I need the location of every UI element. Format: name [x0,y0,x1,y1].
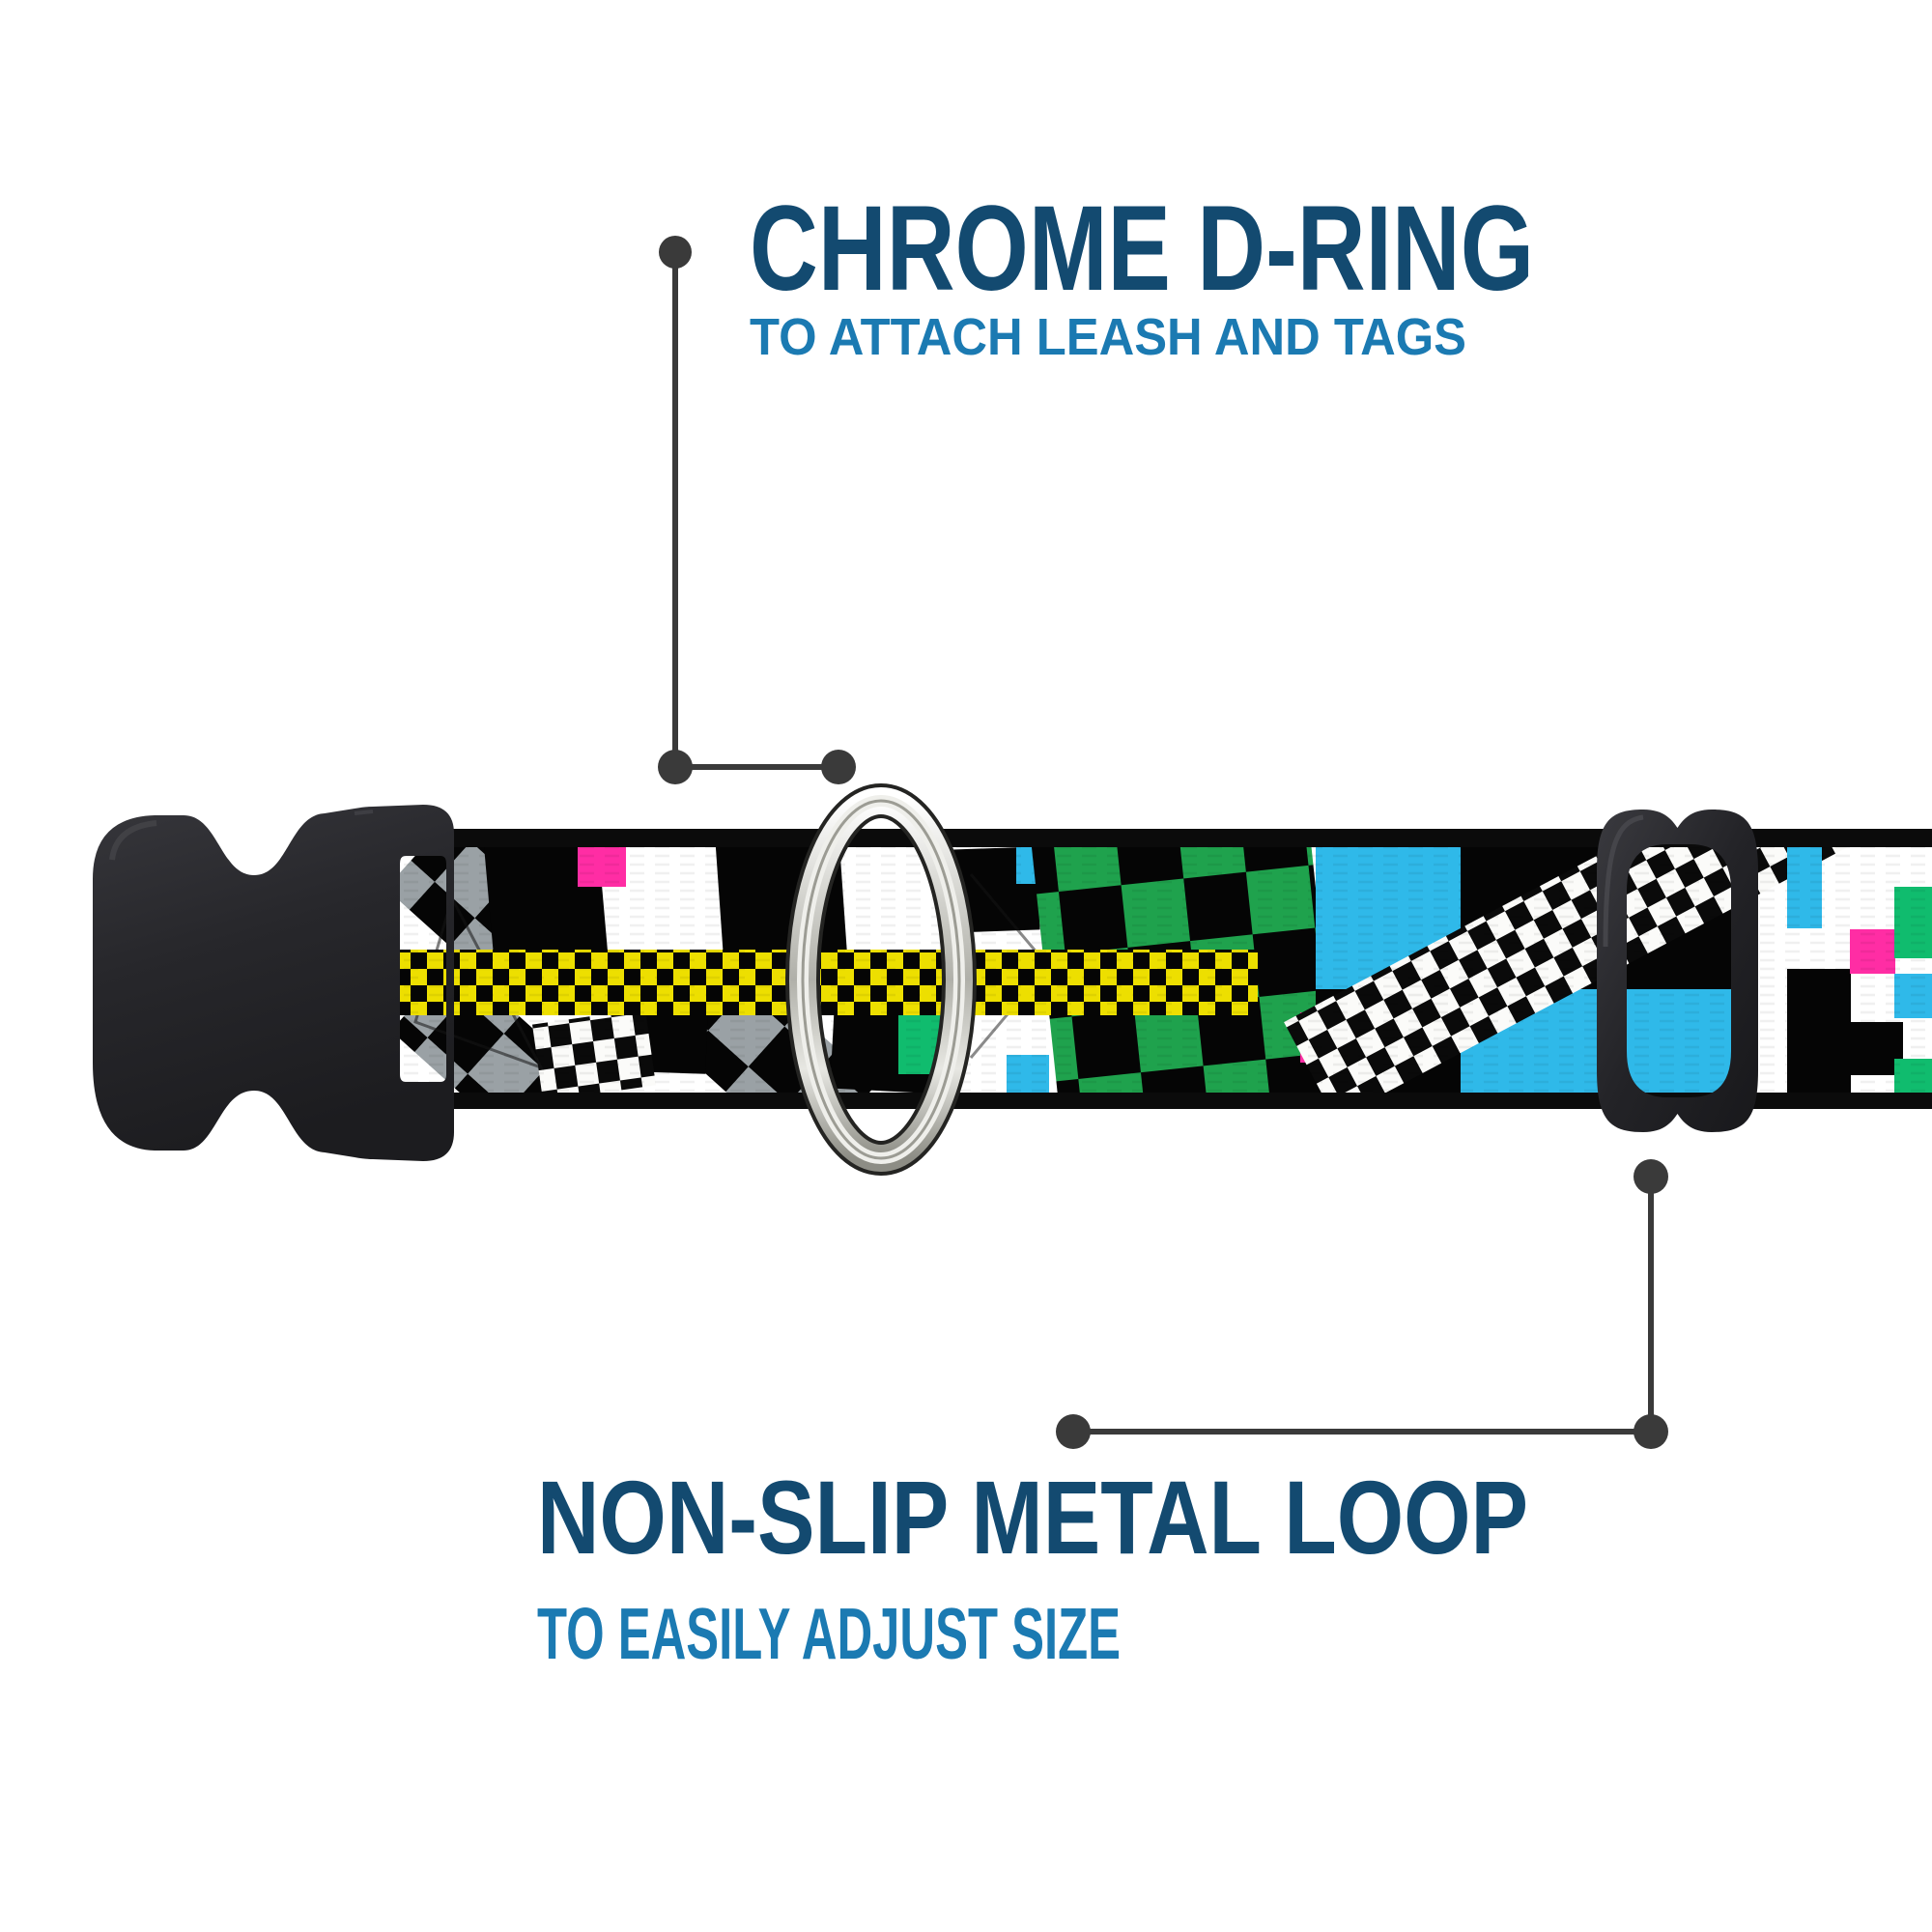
collar-webbing [396,829,1932,1109]
bottom-callout-dot-elbow [1634,1414,1668,1449]
chrome-d-ring [785,783,977,1176]
webbing-pattern [396,847,1932,1093]
bottom-callout-title: NON-SLIP METAL LOOP [537,1459,1528,1576]
top-callout: CHROME D-RING TO ATTACH LEASH AND TAGS [658,182,1534,784]
top-callout-title: CHROME D-RING [750,182,1534,316]
top-callout-dot-label [659,236,692,269]
top-callout-dot-target [821,750,856,784]
top-callout-subtitle: TO ATTACH LEASH AND TAGS [750,308,1466,366]
bottom-callout-dot-target [1634,1159,1668,1194]
side-release-buckle [93,805,454,1161]
webbing-weave-texture [396,847,1932,1093]
slider-loop [1597,810,1758,1132]
bottom-callout-subtitle: TO EASILY ADJUST SIZE [537,1593,1121,1674]
bottom-callout: NON-SLIP METAL LOOP TO EASILY ADJUST SIZ… [537,1159,1668,1674]
bottom-callout-dot-label [1056,1414,1091,1449]
top-callout-dot-elbow [658,750,693,784]
